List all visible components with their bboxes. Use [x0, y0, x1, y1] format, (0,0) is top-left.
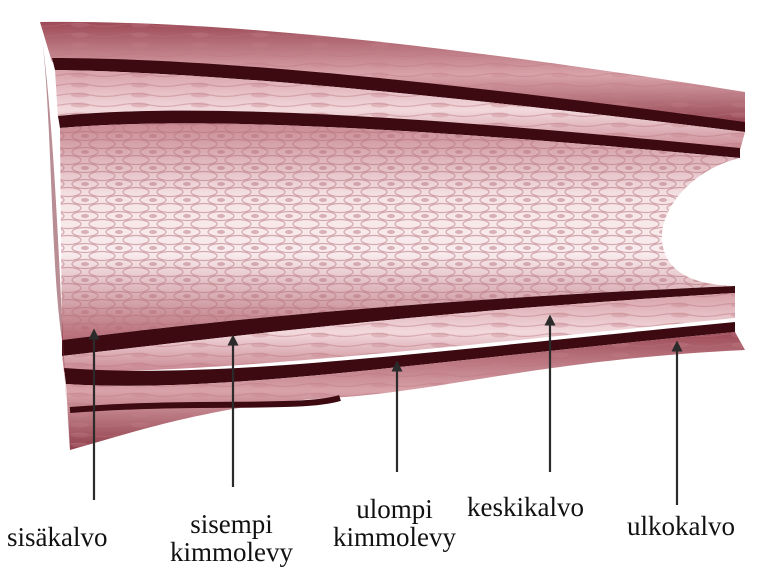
label-ulompi-line-2: kimmolevy	[333, 523, 456, 551]
label-sisempi-line-2: kimmolevy	[170, 538, 293, 566]
label-keskikalvo: keskikalvo	[467, 493, 584, 521]
label-sisempi-kimmolevy: sisempi kimmolevy	[170, 510, 293, 566]
label-sisakalvo: sisäkalvo	[7, 523, 108, 551]
label-sisakalvo-line-1: sisäkalvo	[7, 523, 108, 551]
label-ulompi-kimmolevy: ulompi kimmolevy	[333, 495, 456, 551]
label-ulompi-line-1: ulompi	[333, 495, 456, 523]
label-ulkokalvo: ulkokalvo	[627, 512, 735, 540]
label-sisempi-line-1: sisempi	[170, 510, 293, 538]
label-ulkokalvo-line-1: ulkokalvo	[627, 512, 735, 540]
label-keskikalvo-line-1: keskikalvo	[467, 493, 584, 521]
